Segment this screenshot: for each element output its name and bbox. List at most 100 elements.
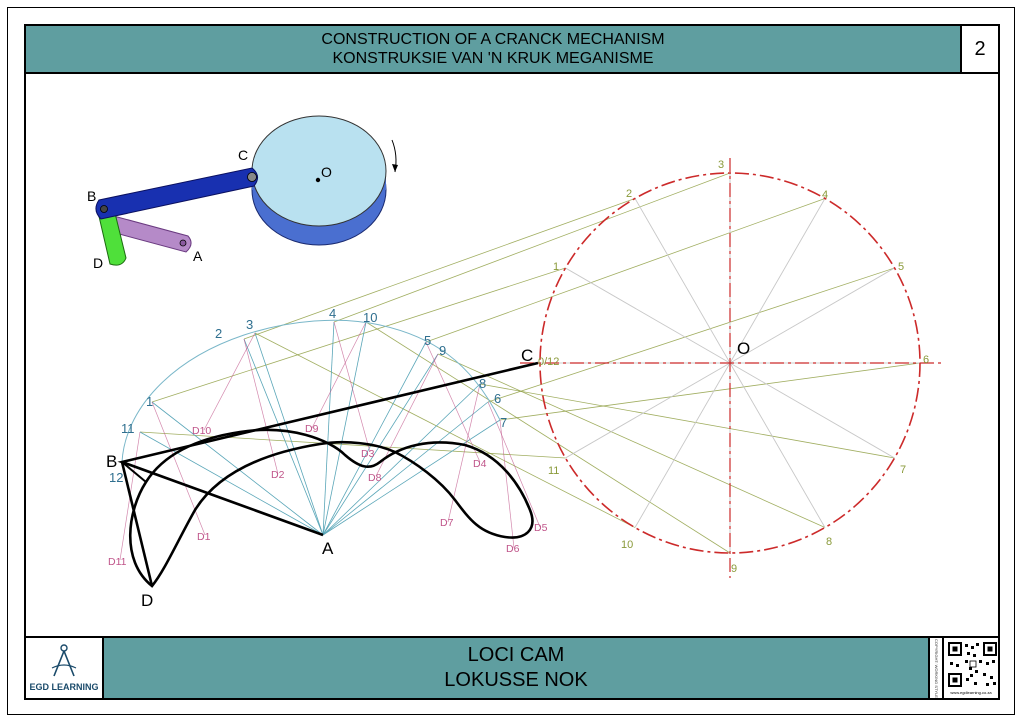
- arc-point-label: 3: [246, 317, 253, 332]
- locus-line: [375, 353, 439, 477]
- locus-point-label: D5: [534, 522, 548, 534]
- radial-line: [254, 332, 324, 536]
- locus-line: [333, 321, 371, 453]
- projection-line: [425, 198, 826, 343]
- arc-point-label: 2: [215, 326, 222, 341]
- title-line-1: CONSTRUCTION OF A CRANCK MECHANISM: [321, 31, 665, 48]
- radial-line: [322, 321, 367, 536]
- locus-point-label: D7: [440, 517, 454, 529]
- outer-frame: [7, 7, 1015, 715]
- page-number: 2: [960, 24, 1000, 74]
- circle-point-label: 4: [822, 189, 828, 201]
- locus-line: [311, 321, 367, 429]
- arc-point-label: 8: [479, 376, 486, 391]
- circle-radius: [634, 198, 731, 364]
- link-bc: [95, 167, 258, 220]
- label-d: D: [141, 591, 153, 610]
- label-c: C: [521, 346, 533, 365]
- illus-label-a: A: [193, 248, 203, 264]
- compass-logo-icon: [51, 644, 77, 677]
- arc-point-label: 9: [439, 343, 446, 358]
- arc-point-label: 4: [329, 306, 336, 321]
- locus-point-label: D2: [271, 469, 285, 481]
- title-line-2: KONSTRUKSIE VAN 'N KRUK MEGANISME: [332, 50, 654, 67]
- radial-line: [322, 353, 439, 536]
- circle-point-label: 7: [900, 464, 906, 476]
- circle-radius: [565, 362, 731, 459]
- projection-line: [487, 267, 895, 403]
- link-bd: [97, 204, 127, 266]
- illus-label-c: C: [238, 147, 248, 163]
- qr-url: www.egdlearning.co.za: [950, 690, 992, 695]
- locus-line: [203, 332, 256, 431]
- circle-point-label: 5: [898, 261, 904, 273]
- locus-point-label: D11: [108, 556, 127, 568]
- footer-title-line-2: LOKUSSE NOK: [444, 669, 588, 691]
- illus-label-d: D: [93, 255, 103, 271]
- locus-line: [447, 383, 481, 523]
- projection-line: [365, 321, 731, 554]
- circle-point-label: 11: [548, 465, 559, 477]
- projection-line: [151, 267, 566, 403]
- locus-line: [487, 401, 541, 528]
- locus-point-label: D4: [473, 458, 487, 470]
- qr-block[interactable]: www.egdlearning.co.za: [942, 636, 1000, 700]
- qr-code-icon: [948, 642, 997, 687]
- circle-point-label: 0/12: [538, 356, 559, 368]
- projection-line: [479, 383, 895, 459]
- projection-line: [499, 362, 921, 421]
- circle-radius: [729, 267, 895, 364]
- circle-point-label: 10: [621, 539, 633, 551]
- locus-point-label: D6: [506, 543, 520, 555]
- locus-line: [151, 401, 206, 536]
- locus-point-label: D9: [305, 423, 319, 435]
- projection-line: [139, 431, 566, 459]
- arc-point-label: 12: [109, 470, 123, 485]
- logo-block: EGD LEARNING: [24, 636, 104, 700]
- locus-line: [243, 338, 279, 475]
- projection-lines: [139, 172, 921, 554]
- circle-point-label: 8: [826, 536, 832, 548]
- illus-label-b: B: [87, 188, 96, 204]
- label-a: A: [322, 539, 334, 558]
- arc-point-label: 11: [121, 421, 135, 436]
- arc-point-label: 7: [500, 415, 507, 430]
- circle-radius: [634, 362, 731, 528]
- circle-point-label: 1: [553, 261, 559, 273]
- locus-point-label: D1: [197, 531, 211, 543]
- illus-label-o: O: [321, 164, 332, 180]
- circle-radius: [729, 362, 895, 459]
- mechanism-illustration: [95, 115, 398, 266]
- radial-line: [243, 338, 324, 536]
- footer-title-block: LOCI CAM LOKUSSE NOK: [102, 636, 930, 700]
- copyright-text: COPYRIGHT: WORKING STYLE: [933, 638, 939, 698]
- radial-line: [151, 401, 324, 536]
- radial-line: [322, 401, 489, 536]
- circle-point-label: 9: [731, 563, 737, 575]
- arc-point-label: 1: [146, 394, 153, 409]
- radial-line: [322, 341, 427, 536]
- logo-text: EGD LEARNING: [29, 682, 99, 692]
- circle-point-label: 3: [718, 159, 724, 171]
- label-b: B: [106, 452, 117, 471]
- arc-point-label: 10: [363, 310, 377, 325]
- projection-line: [437, 353, 826, 528]
- radial-line: [322, 383, 481, 536]
- radial-line: [322, 321, 335, 536]
- arc-point-label: 5: [424, 333, 431, 348]
- locus-point-label: D8: [368, 472, 382, 484]
- locus-construction-lines: [119, 321, 541, 561]
- circle-radius: [729, 362, 826, 528]
- cam-profile-curve: [128, 428, 534, 588]
- arc-of-b: [121, 319, 501, 463]
- arc-point-label: 6: [494, 391, 501, 406]
- circle-radius: [565, 267, 731, 364]
- footer-title-line-1: LOCI CAM: [467, 644, 565, 666]
- link-line-bd: [120, 461, 154, 587]
- radial-line: [322, 419, 501, 536]
- projection-line: [243, 198, 636, 340]
- disc-center-point: [315, 177, 321, 183]
